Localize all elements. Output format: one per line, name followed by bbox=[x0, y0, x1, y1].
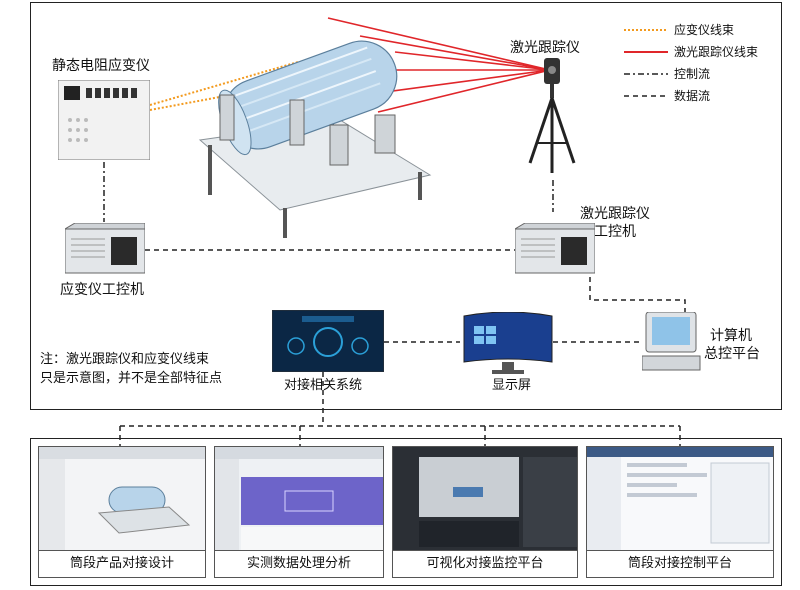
data-line-ipc-computer bbox=[589, 268, 686, 312]
legend-swatch-dash-dot bbox=[624, 73, 668, 75]
strain-gauge-label: 静态电阻应变仪 bbox=[52, 58, 150, 74]
platform-card-control: 筒段对接控制平台 bbox=[586, 446, 774, 578]
note-line1: 注：激光跟踪仪和应变仪线束 bbox=[40, 352, 210, 367]
legend-label: 应变仪线束 bbox=[674, 23, 735, 37]
legend-label: 数据流 bbox=[674, 89, 711, 103]
strain-ipc-device bbox=[65, 223, 145, 274]
bottom-frame bbox=[30, 438, 782, 586]
platform-label: 筒段对接控制平台 bbox=[587, 550, 773, 577]
legend-swatch-dashed bbox=[624, 95, 668, 97]
laser-ipc-device bbox=[515, 223, 595, 274]
laser-harness-1 bbox=[327, 17, 551, 71]
platform-label: 筒段产品对接设计 bbox=[39, 550, 205, 577]
laser-harness-3 bbox=[394, 51, 551, 71]
platform-screenshot bbox=[215, 447, 383, 551]
strain-ipc-label: 应变仪工控机 bbox=[60, 282, 144, 298]
strain-harness-2 bbox=[149, 61, 299, 106]
legend-label: 激光跟踪仪线束 bbox=[674, 45, 759, 59]
docking-system-screen bbox=[272, 310, 384, 372]
laser-ipc-label-line1: 激光跟踪仪 bbox=[580, 206, 650, 222]
platform-screenshot bbox=[587, 447, 773, 551]
test-bench-illustration bbox=[198, 40, 432, 238]
strain-gauge-device bbox=[57, 79, 151, 161]
computer-device bbox=[642, 312, 701, 371]
laser-harness-6 bbox=[377, 69, 551, 113]
legend: 应变仪线束 激光跟踪仪线束 控制流 数据流 bbox=[622, 20, 772, 110]
note-line2: 只是示意图，并不是全部特征点 bbox=[40, 371, 223, 386]
platform-label: 实测数据处理分析 bbox=[215, 550, 383, 577]
legend-swatch-solid bbox=[624, 51, 668, 53]
laser-harness-2 bbox=[359, 35, 551, 71]
computer-label-line1: 计算机 bbox=[710, 328, 752, 344]
top-frame bbox=[30, 2, 782, 410]
legend-swatch-dotted bbox=[624, 29, 668, 31]
platform-screenshot bbox=[393, 447, 577, 551]
legend-label: 控制流 bbox=[674, 67, 711, 81]
monitor-label: 显示屏 bbox=[492, 378, 532, 393]
platform-screenshot bbox=[39, 447, 205, 551]
docking-system-label: 对接相关系统 bbox=[284, 378, 363, 393]
platform-label: 可视化对接监控平台 bbox=[393, 550, 577, 577]
laser-tracker-device bbox=[528, 58, 576, 173]
platform-card-design: 筒段产品对接设计 bbox=[38, 446, 206, 578]
laser-tracker-label: 激光跟踪仪 bbox=[510, 40, 580, 56]
platform-card-monitoring: 可视化对接监控平台 bbox=[392, 446, 578, 578]
computer-label-line2: 总控平台 bbox=[704, 346, 760, 362]
laser-ipc-label-line2: 工控机 bbox=[594, 224, 636, 240]
platform-card-analysis: 实测数据处理分析 bbox=[214, 446, 384, 578]
monitor-device bbox=[463, 312, 553, 374]
